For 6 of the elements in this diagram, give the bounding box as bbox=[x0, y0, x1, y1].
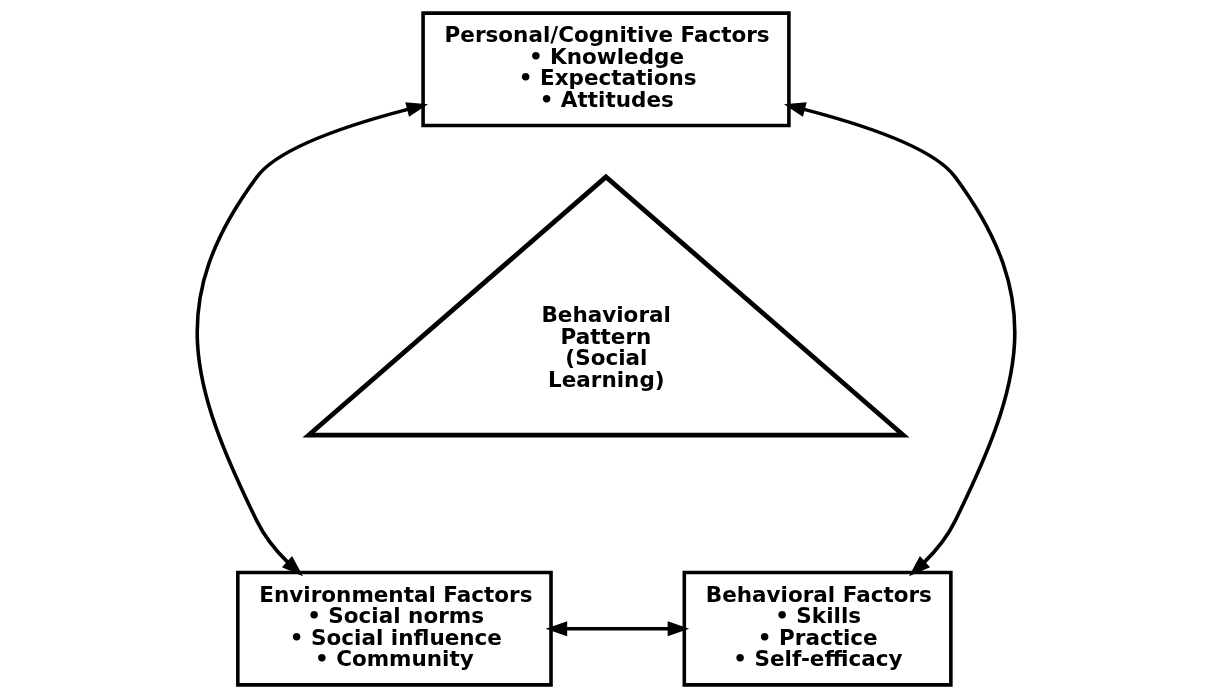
arrow bbox=[195, 102, 428, 577]
node-box: Behavioral Factors • Skills • Practice • Self-efficacy bbox=[682, 570, 953, 687]
node-box: Personal/Cognitive Factors • Knowledge • Expectations • Attitudes bbox=[420, 11, 791, 128]
arrow bbox=[783, 102, 1016, 577]
node-box: Environmental Factors • Social norms • Social influence • Community bbox=[235, 570, 553, 687]
arrow bbox=[545, 621, 689, 637]
